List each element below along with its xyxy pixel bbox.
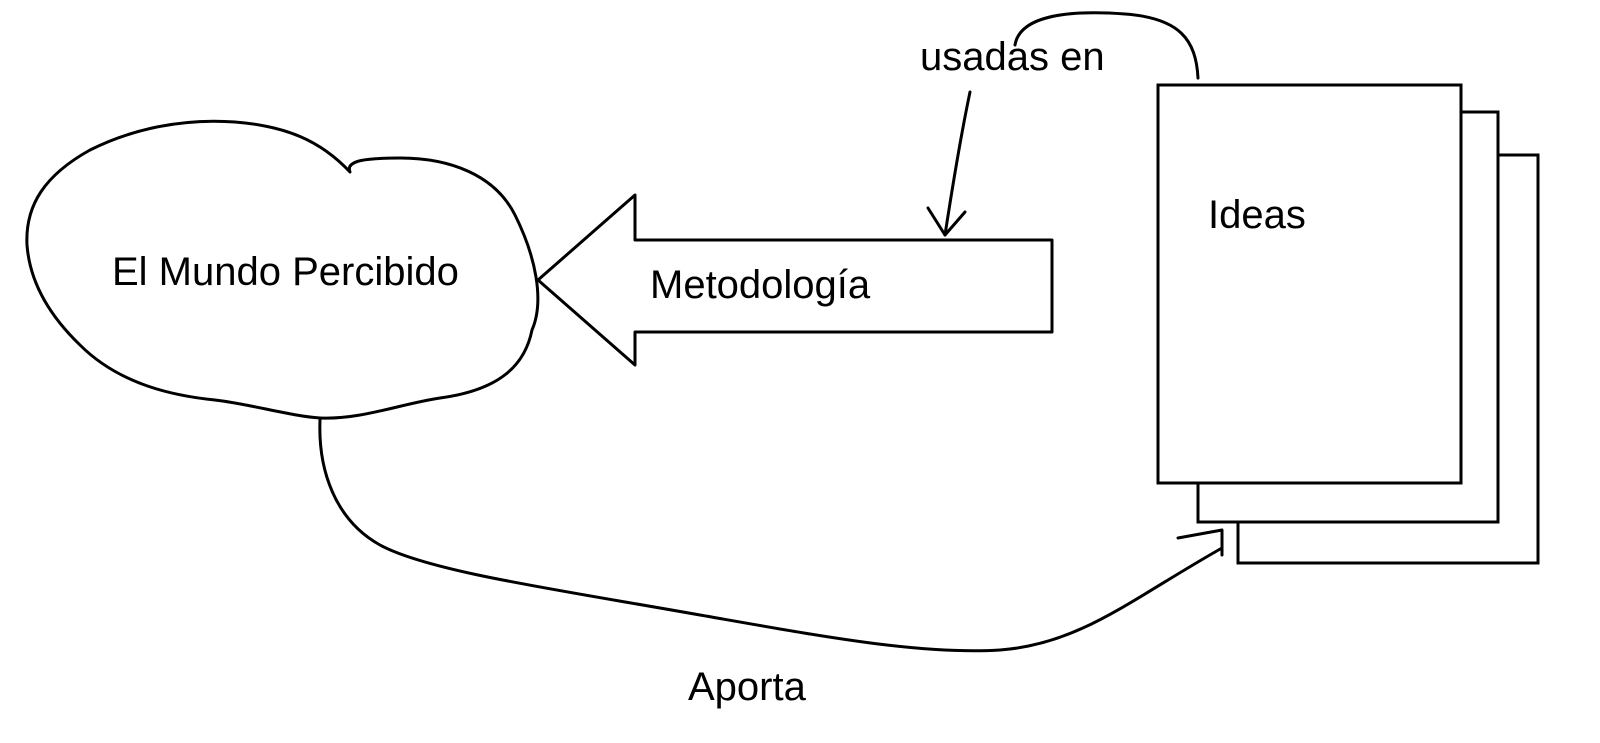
used-in-connector-tail bbox=[943, 90, 972, 237]
methodology-arrow bbox=[536, 193, 1054, 367]
ideas-page-front bbox=[1156, 83, 1463, 485]
ideas-label: Ideas bbox=[1208, 193, 1306, 237]
used-in-arrowhead bbox=[926, 206, 967, 237]
contributes-arrowhead bbox=[1176, 528, 1224, 557]
perceived-world-label: El Mundo Percibido bbox=[112, 250, 459, 294]
perceived-world-cloud bbox=[25, 119, 540, 420]
used-in-connector bbox=[1013, 11, 1200, 80]
contributes-label: Aporta bbox=[688, 665, 807, 709]
used-in-label: usadas en bbox=[920, 35, 1105, 79]
methodology-label: Metodología bbox=[650, 263, 871, 307]
contributes-connector bbox=[318, 418, 1224, 653]
